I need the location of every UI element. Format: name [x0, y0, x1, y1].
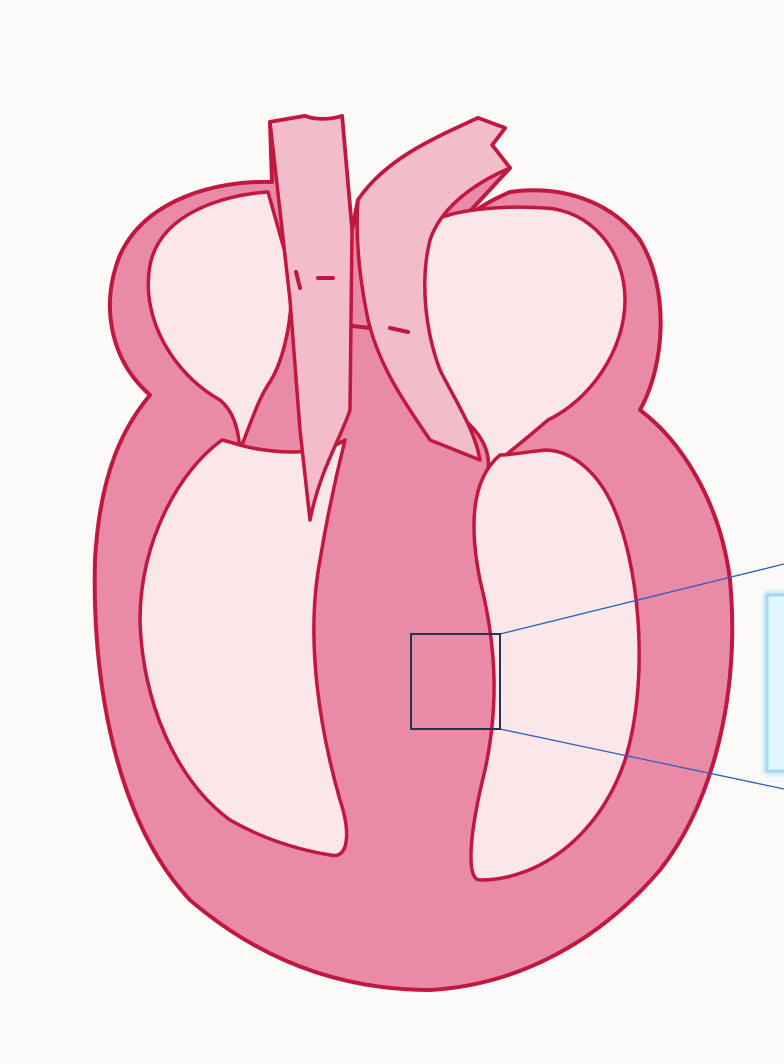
callout-box[interactable]	[767, 595, 784, 771]
